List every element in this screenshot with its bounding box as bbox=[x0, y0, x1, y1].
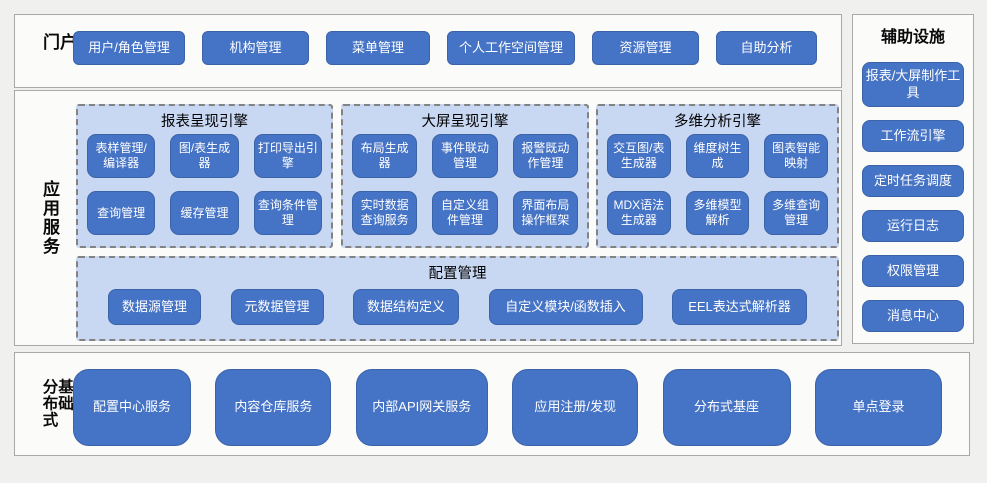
node-distributed-base: 分布式基座 bbox=[662, 369, 791, 446]
app-services-label: 应用服务 bbox=[40, 180, 59, 256]
node-single-sign-on: 单点登录 bbox=[814, 369, 942, 446]
olap-engine-grid: 交互图/表生成器 维度树生成 图表智能映射 MDX语法生成器 多维模型解析 多维… bbox=[598, 132, 837, 235]
auxiliary-section: 辅助设施 报表/大屏制作工具 工作流引擎 定时任务调度 运行日志 权限管理 消息… bbox=[852, 14, 974, 344]
node-interactive-chart-generator: 交互图/表生成器 bbox=[607, 134, 671, 178]
node-scheduled-task: 定时任务调度 bbox=[862, 165, 964, 197]
node-user-role-mgmt: 用户/角色管理 bbox=[73, 31, 185, 65]
report-engine-grid: 表样管理/编译器 图/表生成器 打印导出引擎 查询管理 缓存管理 查询条件管理 bbox=[78, 132, 331, 235]
node-multidim-query-mgmt: 多维查询管理 bbox=[764, 191, 828, 235]
node-resource-mgmt: 资源管理 bbox=[592, 31, 699, 65]
olap-engine-group: 多维分析引擎 交互图/表生成器 维度树生成 图表智能映射 MDX语法生成器 多维… bbox=[596, 104, 839, 248]
node-data-structure-definition: 数据结构定义 bbox=[353, 289, 459, 325]
node-event-linkage-mgmt: 事件联动管理 bbox=[432, 134, 498, 178]
bigscreen-engine-grid: 布局生成器 事件联动管理 报警既动作管理 实时数据查询服务 自定义组件管理 界面… bbox=[343, 132, 587, 235]
portal-node-row: 用户/角色管理 机构管理 菜单管理 个人工作空间管理 资源管理 自助分析 bbox=[73, 31, 817, 65]
config-mgmt-group: 配置管理 数据源管理 元数据管理 数据结构定义 自定义模块/函数插入 EEL表达… bbox=[76, 256, 839, 341]
config-mgmt-title: 配置管理 bbox=[428, 266, 487, 282]
node-mdx-syntax-generator: MDX语法生成器 bbox=[607, 191, 671, 235]
node-custom-module-function-insert: 自定义模块/函数插入 bbox=[488, 289, 643, 325]
node-datasource-mgmt: 数据源管理 bbox=[108, 289, 201, 325]
portal-section: 门户 用户/角色管理 机构管理 菜单管理 个人工作空间管理 资源管理 自助分析 bbox=[14, 14, 842, 88]
distributed-node-row: 配置中心服务 内容仓库服务 内部API网关服务 应用注册/发现 分布式基座 单点… bbox=[73, 369, 942, 446]
node-query-condition-mgmt: 查询条件管理 bbox=[253, 191, 322, 235]
node-ui-layout-framework: 界面布局操作框架 bbox=[512, 191, 578, 235]
node-workflow-engine: 工作流引擎 bbox=[862, 120, 964, 152]
node-internal-api-gateway: 内部API网关服务 bbox=[355, 369, 488, 446]
node-report-bigscreen-tool: 报表/大屏制作工具 bbox=[862, 62, 964, 107]
node-chart-table-generator: 图/表生成器 bbox=[170, 134, 239, 178]
node-config-center-service: 配置中心服务 bbox=[73, 369, 191, 446]
report-engine-title: 报表呈现引擎 bbox=[161, 114, 248, 130]
node-query-mgmt: 查询管理 bbox=[87, 191, 156, 235]
node-custom-component-mgmt: 自定义组件管理 bbox=[432, 191, 498, 235]
node-org-mgmt: 机构管理 bbox=[202, 31, 309, 65]
node-self-service-analysis: 自助分析 bbox=[716, 31, 817, 65]
node-personal-workspace-mgmt: 个人工作空间管理 bbox=[447, 31, 575, 65]
app-services-section: 应用服务 报表呈现引擎 表样管理/编译器 图/表生成器 打印导出引擎 查询管理 … bbox=[14, 90, 842, 346]
node-cache-mgmt: 缓存管理 bbox=[170, 191, 239, 235]
node-metadata-mgmt: 元数据管理 bbox=[230, 289, 324, 325]
distributed-section: 分布式基础 配置中心服务 内容仓库服务 内部API网关服务 应用注册/发现 分布… bbox=[14, 352, 970, 456]
node-chart-smart-mapping: 图表智能映射 bbox=[764, 134, 828, 178]
config-node-row: 数据源管理 元数据管理 数据结构定义 自定义模块/函数插入 EEL表达式解析器 bbox=[78, 284, 837, 325]
portal-label: 门户 bbox=[40, 33, 76, 52]
node-style-mgmt-compiler: 表样管理/编译器 bbox=[87, 134, 156, 178]
distributed-label: 分布式基础 bbox=[40, 378, 74, 429]
node-message-center: 消息中心 bbox=[862, 300, 964, 332]
report-engine-group: 报表呈现引擎 表样管理/编译器 图/表生成器 打印导出引擎 查询管理 缓存管理 … bbox=[76, 104, 333, 248]
node-alarm-action-mgmt: 报警既动作管理 bbox=[512, 134, 578, 178]
node-realtime-data-query: 实时数据查询服务 bbox=[352, 191, 418, 235]
bigscreen-engine-title: 大屏呈现引擎 bbox=[421, 114, 509, 130]
auxiliary-label: 辅助设施 bbox=[880, 29, 945, 46]
node-run-log: 运行日志 bbox=[862, 210, 964, 242]
node-print-export-engine: 打印导出引擎 bbox=[253, 134, 322, 178]
bigscreen-engine-group: 大屏呈现引擎 布局生成器 事件联动管理 报警既动作管理 实时数据查询服务 自定义… bbox=[341, 104, 589, 248]
node-menu-mgmt: 菜单管理 bbox=[326, 31, 430, 65]
node-dimension-tree-generation: 维度树生成 bbox=[685, 134, 750, 178]
node-content-repo-service: 内容仓库服务 bbox=[215, 369, 332, 446]
olap-engine-title: 多维分析引擎 bbox=[674, 114, 761, 130]
node-app-register-discovery: 应用注册/发现 bbox=[512, 369, 639, 446]
node-layout-generator: 布局生成器 bbox=[352, 134, 418, 178]
node-eel-expression-parser: EEL表达式解析器 bbox=[672, 289, 807, 325]
node-multidim-model-parsing: 多维模型解析 bbox=[685, 191, 750, 235]
node-permission-mgmt: 权限管理 bbox=[862, 255, 964, 287]
